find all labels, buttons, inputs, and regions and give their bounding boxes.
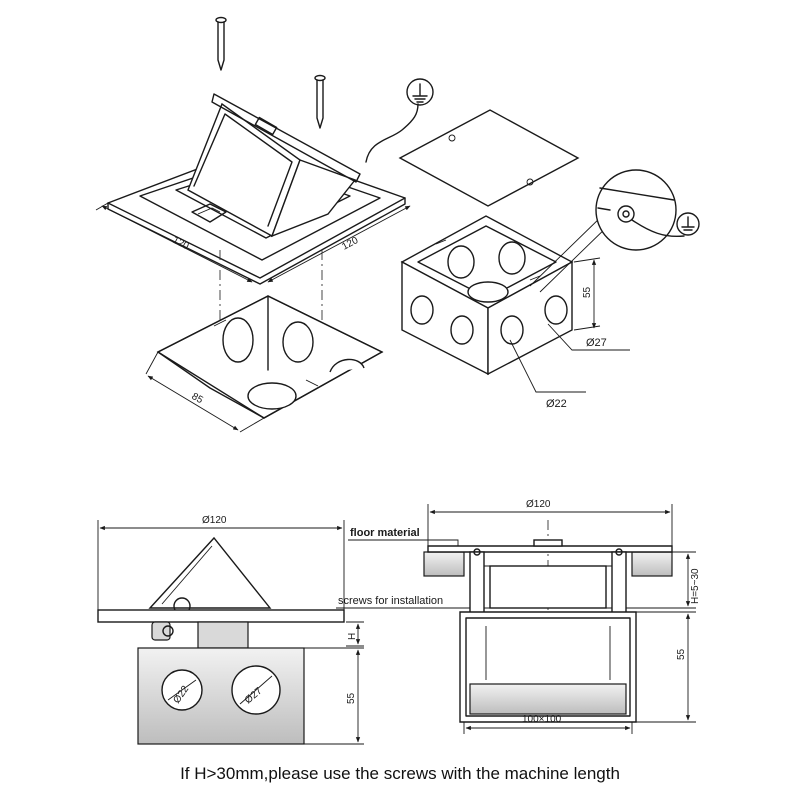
iso-junction-box: 55 Ø27 Ø22 — [400, 169, 700, 410]
side-dim-bottom: 100×100 — [522, 714, 562, 725]
side-dim-h-range: H=5~30 — [690, 568, 701, 604]
side-view: Ø120 floor material screws for installat… — [336, 499, 701, 734]
iso-back-box: 85 — [145, 295, 384, 433]
screw-right — [314, 74, 326, 129]
ground-symbol-detail-icon — [676, 212, 700, 236]
front-dim-width: Ø120 — [202, 515, 227, 526]
side-dim-box-height: 55 — [676, 648, 687, 660]
dim-box-height: 55 — [582, 286, 593, 298]
front-view: Ø120 H Ø22 Ø27 55 — [97, 515, 364, 745]
hole-small-label: Ø22 — [546, 398, 567, 410]
footer-note: If H>30mm,please use the screws with the… — [180, 764, 620, 783]
screw-left — [215, 16, 227, 71]
hole-large-label: Ø27 — [586, 337, 607, 349]
ground-symbol-icon — [406, 78, 434, 106]
iso-cover-plate — [398, 109, 580, 207]
front-dim-box-height: 55 — [346, 692, 357, 704]
floor-material-label: floor material — [350, 527, 420, 539]
side-dim-width: Ø120 — [526, 499, 551, 510]
dim-box-width: 85 — [190, 391, 206, 406]
front-dim-h: H — [347, 633, 358, 640]
iso-floor-socket-plate: 120 120 — [95, 16, 434, 285]
screws-label: screws for installation — [338, 595, 443, 607]
